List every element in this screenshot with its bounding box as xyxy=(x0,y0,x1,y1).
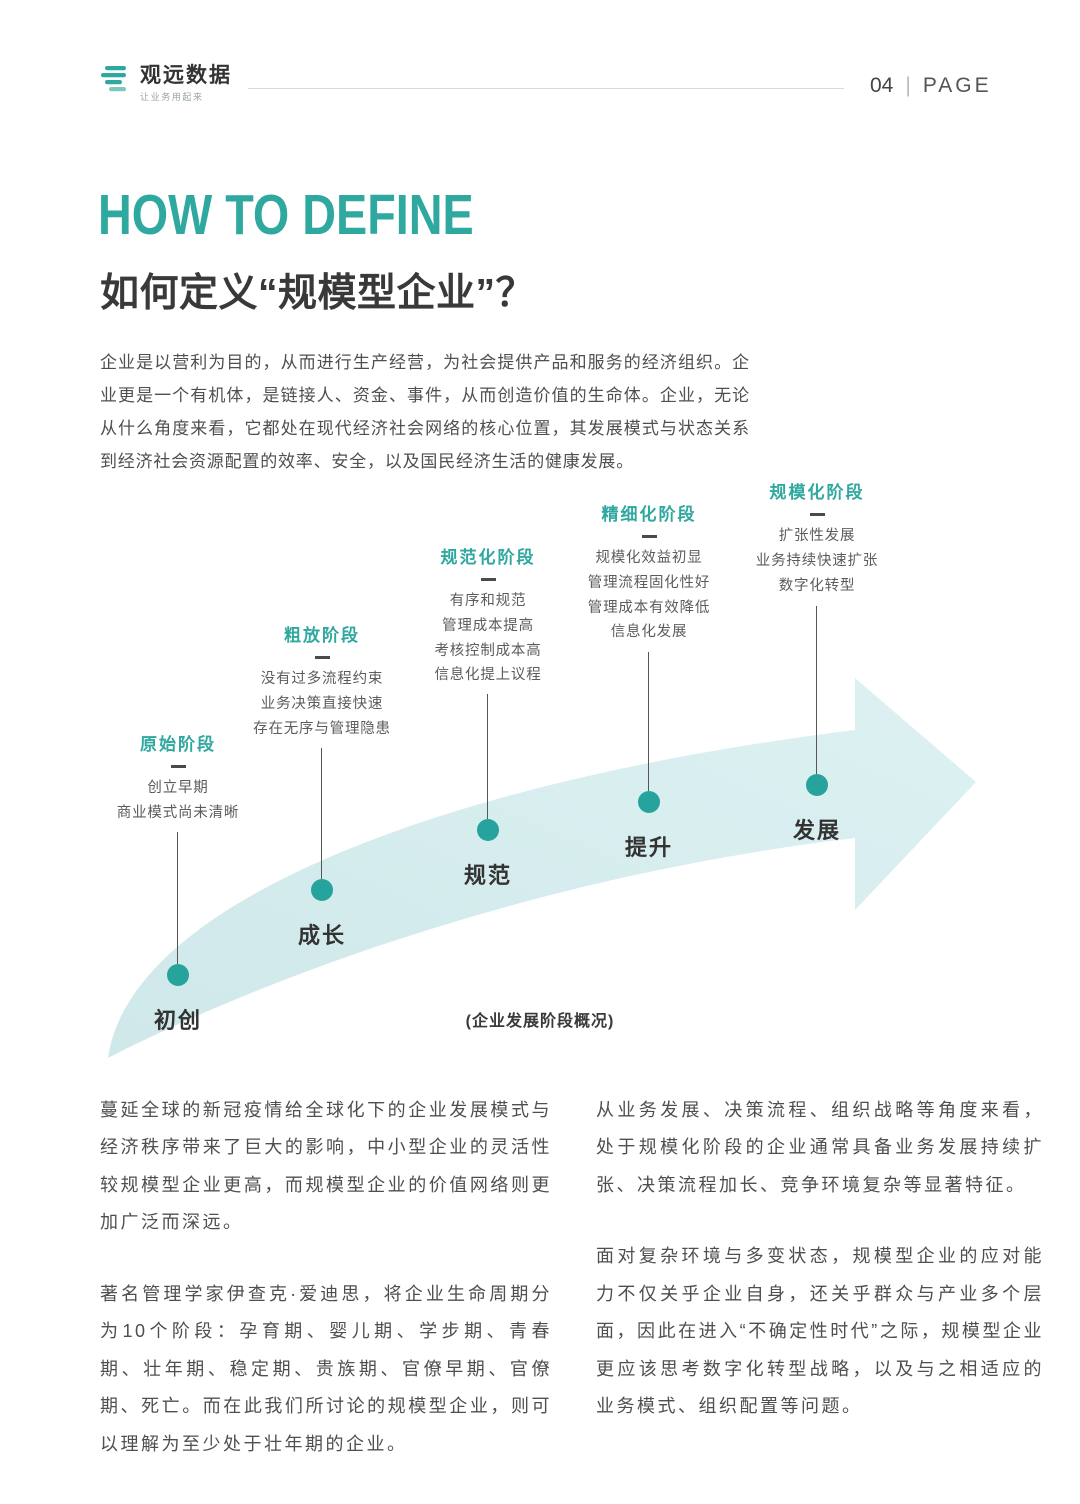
phase-dash xyxy=(480,578,496,582)
body-paragraph: 面对复杂环境与多变状态，规模型企业的应对能力不仅关乎企业自身，还关乎群众与产业多… xyxy=(596,1246,1044,1417)
stage-dot xyxy=(806,774,828,796)
body-paragraph: 从业务发展、决策流程、组织战略等角度来看，处于规模化阶段的企业通常具备业务发展持… xyxy=(596,1100,1044,1195)
stage-block-refined: 精细化阶段 规模化效益初显 管理流程固化性好 管理成本有效降低 信息化发展 xyxy=(539,505,759,645)
stage-desc-line: 业务持续快速扩张 xyxy=(755,553,879,570)
stage-milestone-label: 成长 xyxy=(297,923,346,948)
page-number-separator: | xyxy=(905,74,911,97)
growth-stages-diagram: 原始阶段 创立早期 商业模式尚未清晰 粗放阶段 没有过多流程约束 业务决策直接快… xyxy=(100,480,980,1075)
stage-desc-line: 扩张性发展 xyxy=(778,528,856,545)
stage-desc-line: 商业模式尚未清晰 xyxy=(116,805,240,822)
stage-phase-label: 粗放阶段 xyxy=(284,626,360,645)
stage-connector-line xyxy=(487,694,488,819)
logo-tagline: 让业务用起来 xyxy=(140,92,204,103)
stage-desc-line: 业务决策直接快速 xyxy=(260,696,384,713)
stage-milestone-label: 发展 xyxy=(792,818,841,843)
growth-arrow xyxy=(108,678,976,1058)
stage-desc-line: 有序和规范 xyxy=(449,593,527,610)
stage-desc-line: 规模化效益初显 xyxy=(595,550,703,567)
stage-desc-line: 数字化转型 xyxy=(778,577,856,594)
stage-desc: 创立早期 商业模式尚未清晰 xyxy=(68,776,288,825)
right-column: 从业务发展、决策流程、组织战略等角度来看，处于规模化阶段的企业通常具备业务发展持… xyxy=(596,1092,1044,1460)
stage-desc: 扩张性发展 业务持续快速扩张 数字化转型 xyxy=(707,524,927,598)
logo-text: 观远数据 让业务用起来 xyxy=(140,64,232,103)
title-zh: 如何定义“规模型企业”？ xyxy=(100,272,536,315)
phase-dash xyxy=(809,513,825,517)
phase-dash xyxy=(641,535,657,539)
body-paragraph: 蔓延全球的新冠疫情给全球化下的企业发展模式与经济秩序带来了巨大的影响，中小型企业… xyxy=(100,1100,552,1233)
stage-desc: 有序和规范 管理成本提高 考核控制成本高 信息化提上议程 xyxy=(378,589,598,688)
header-divider xyxy=(248,88,844,89)
stage-connector-line xyxy=(177,832,178,964)
logo-icon xyxy=(101,66,126,92)
stage-desc-line: 管理成本提高 xyxy=(442,618,534,635)
stage-desc-line: 管理流程固化性好 xyxy=(587,575,711,592)
stage-desc-line: 创立早期 xyxy=(147,780,209,797)
stage-block-extensive: 粗放阶段 没有过多流程约束 业务决策直接快速 存在无序与管理隐患 xyxy=(212,626,432,741)
stage-desc-line: 没有过多流程约束 xyxy=(260,671,384,688)
page-number-block: 04 | PAGE xyxy=(870,74,992,98)
stage-block-scaled: 规模化阶段 扩张性发展 业务持续快速扩张 数字化转型 xyxy=(707,483,927,598)
stage-phase-label: 规范化阶段 xyxy=(440,548,536,567)
stage-desc: 规模化效益初显 管理流程固化性好 管理成本有效降低 信息化发展 xyxy=(539,546,759,645)
stage-desc-line: 信息化发展 xyxy=(610,624,688,641)
stage-phase-label: 精细化阶段 xyxy=(601,505,697,524)
stage-milestone-label: 规范 xyxy=(463,863,512,888)
logo-title: 观远数据 xyxy=(140,64,232,87)
stage-milestone-label: 提升 xyxy=(624,835,673,860)
phase-dash xyxy=(314,656,330,660)
stage-dot xyxy=(167,964,189,986)
stage-phase-label: 规模化阶段 xyxy=(769,483,865,502)
phase-dash xyxy=(170,765,186,769)
stage-block-standardized: 规范化阶段 有序和规范 管理成本提高 考核控制成本高 信息化提上议程 xyxy=(378,548,598,688)
stage-connector-line xyxy=(816,606,817,774)
page-label: PAGE xyxy=(922,74,992,97)
stage-desc: 没有过多流程约束 业务决策直接快速 存在无序与管理隐患 xyxy=(212,667,432,741)
logo: 观远数据 让业务用起来 xyxy=(100,64,232,103)
stage-desc-line: 信息化提上议程 xyxy=(434,667,542,684)
page-number: 04 xyxy=(870,74,894,97)
body-paragraph: 著名管理学家伊查克·爱迪思，将企业生命周期分为10个阶段：孕育期、婴儿期、学步期… xyxy=(100,1283,552,1454)
diagram-caption: (企业发展阶段概况) xyxy=(465,1013,615,1030)
stage-milestone-label: 初创 xyxy=(153,1008,202,1033)
stage-desc-line: 管理成本有效降低 xyxy=(587,599,711,616)
stage-dot xyxy=(477,819,499,841)
intro-paragraph: 企业是以营利为目的，从而进行生产经营，为社会提供产品和服务的经济组织。企业更是一… xyxy=(100,353,750,472)
stage-dot xyxy=(638,791,660,813)
stage-connector-line xyxy=(321,748,322,879)
stage-block-original: 原始阶段 创立早期 商业模式尚未清晰 xyxy=(68,735,288,826)
stage-phase-label: 原始阶段 xyxy=(140,735,216,754)
stage-desc-line: 存在无序与管理隐患 xyxy=(253,720,391,737)
left-column: 蔓延全球的新冠疫情给全球化下的企业发展模式与经济秩序带来了巨大的影响，中小型企业… xyxy=(100,1092,552,1497)
stage-dot xyxy=(311,879,333,901)
stage-desc-line: 考核控制成本高 xyxy=(434,642,542,659)
title-en: HOW TO DEFINE xyxy=(98,183,474,247)
stage-connector-line xyxy=(648,652,649,791)
